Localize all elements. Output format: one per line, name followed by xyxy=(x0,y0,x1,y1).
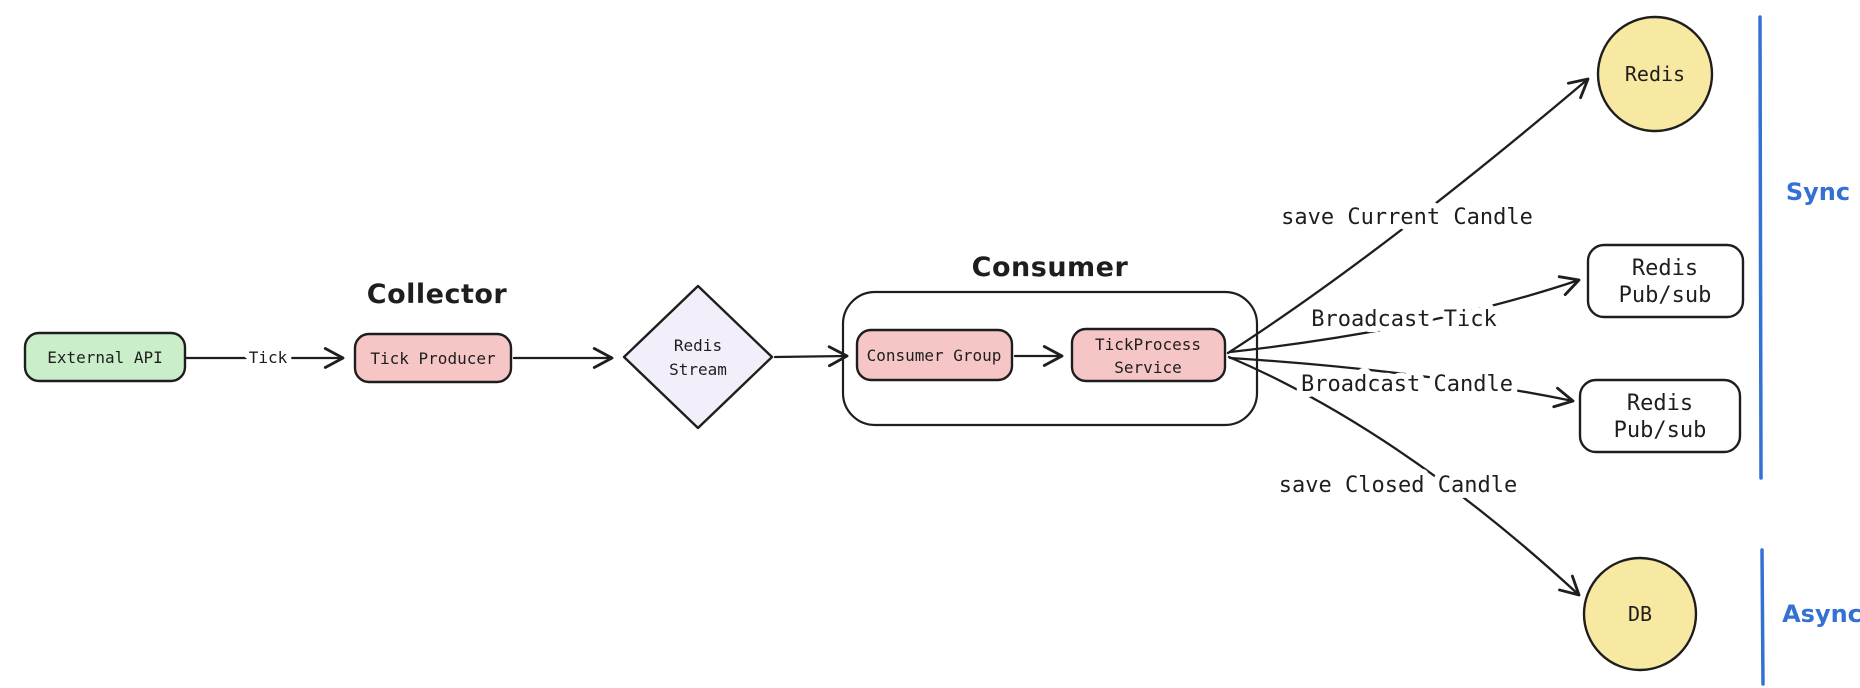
arrow-broadcast-tick-to-pubsub xyxy=(1228,275,1581,354)
arrow-redis-stream-to-consumer-group xyxy=(773,345,849,368)
edge-label-tick: Tick xyxy=(249,348,288,367)
redis-stream-diamond xyxy=(622,284,774,430)
redis-pubsub-tick-box xyxy=(1586,243,1745,319)
arrow-save-current-candle-to-redis xyxy=(1226,77,1590,355)
edge-label-save-current-candle: save Current Candle xyxy=(1281,205,1533,230)
tickprocess-service-label-line2: Service xyxy=(1114,358,1181,377)
redis-stream-label-line1: Redis xyxy=(674,336,722,355)
node-tick-producer: Tick Producer xyxy=(353,332,513,384)
db-circle xyxy=(1582,556,1698,672)
redis-stream-label-line2: Stream xyxy=(669,360,727,379)
node-redis-stream: Redis Stream xyxy=(622,284,774,430)
edge-label-broadcast-tick: Broadcast Tick xyxy=(1311,307,1496,332)
arrow-save-closed-candle-to-db xyxy=(1227,355,1581,597)
node-external-api: External API xyxy=(23,331,187,383)
arrow-broadcast-candle-to-pubsub xyxy=(1228,356,1575,409)
collector-group-title: Collector xyxy=(367,279,508,310)
node-redis-pubsub-tick: Redis Pub/sub xyxy=(1586,243,1745,319)
redis-cache-circle xyxy=(1596,15,1714,133)
redis-pubsub-tick-label-line2: Pub/sub xyxy=(1619,283,1712,308)
node-redis-cache: Redis xyxy=(1596,15,1714,133)
consumer-group-title: Consumer xyxy=(972,252,1129,283)
tick-producer-box xyxy=(353,332,513,384)
db-label: DB xyxy=(1628,602,1652,626)
node-db: DB xyxy=(1582,556,1698,672)
redis-pubsub-candle-box xyxy=(1578,378,1742,454)
async-bracket-line xyxy=(1760,548,1765,686)
sync-bracket-line xyxy=(1758,15,1763,480)
tick-producer-label: Tick Producer xyxy=(370,349,496,368)
redis-pubsub-candle-label-line2: Pub/sub xyxy=(1614,418,1707,443)
consumer-group-box xyxy=(855,328,1014,382)
node-consumer-group: Consumer Group xyxy=(855,328,1014,382)
node-tickprocess-service: TickProcess Service xyxy=(1070,327,1227,383)
redis-cache-label: Redis xyxy=(1625,62,1685,86)
edge-label-save-closed-candle: save Closed Candle xyxy=(1279,473,1517,498)
external-api-label: External API xyxy=(47,348,163,367)
external-api-box xyxy=(23,331,187,383)
async-label: Async xyxy=(1782,600,1860,628)
tickprocess-service-label-line1: TickProcess xyxy=(1095,335,1201,354)
node-redis-pubsub-candle: Redis Pub/sub xyxy=(1578,378,1742,454)
sync-label: Sync xyxy=(1786,178,1850,206)
redis-pubsub-tick-label-line1: Redis xyxy=(1632,256,1698,281)
redis-pubsub-candle-label-line1: Redis xyxy=(1627,391,1693,416)
tickprocess-service-box xyxy=(1070,327,1227,383)
edge-label-broadcast-candle: Broadcast Candle xyxy=(1301,372,1513,397)
consumer-group-label: Consumer Group xyxy=(867,346,1002,365)
